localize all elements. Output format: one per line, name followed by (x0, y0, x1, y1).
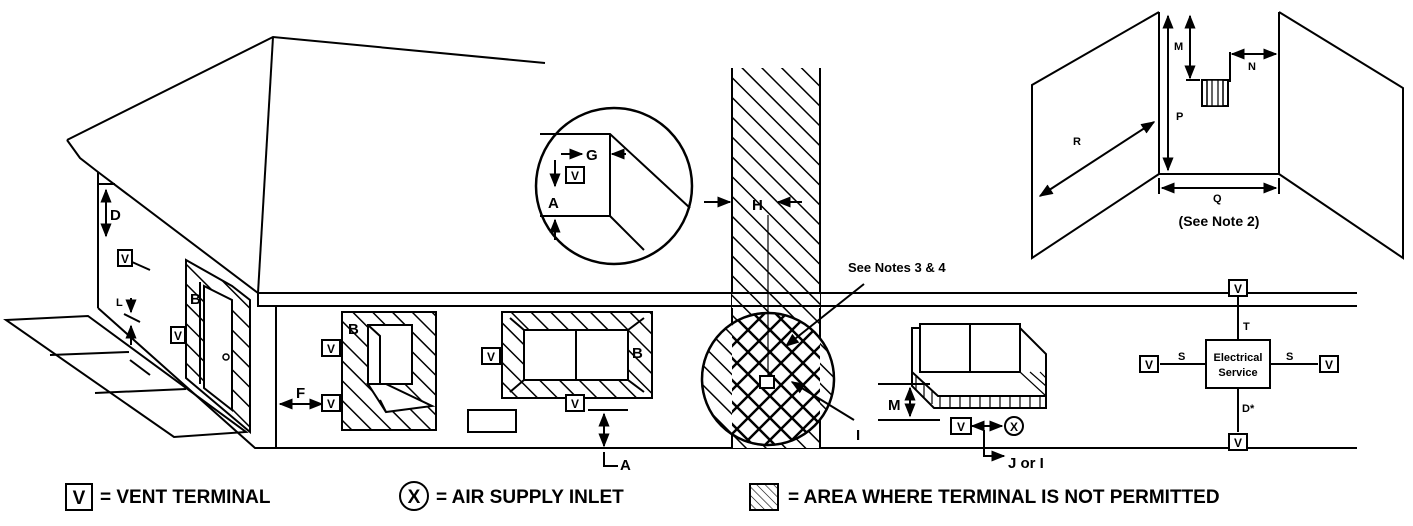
see-notes-3-4: See Notes 3 & 4 (848, 260, 946, 275)
legend-area-text: = AREA WHERE TERMINAL IS NOT PERMITTED (788, 487, 1220, 508)
label-m-corner: M (1174, 41, 1183, 53)
vent-magnifier (565, 166, 585, 184)
vent-label: V (121, 252, 129, 266)
vent-label: V (571, 169, 579, 183)
label-r: R (1073, 136, 1081, 148)
vent-label: V (327, 397, 335, 411)
label-j-or-i: J or I (1008, 455, 1044, 472)
corner-detail (1031, 11, 1404, 260)
label-l: L (116, 297, 123, 309)
legend: V = VENT TERMINAL X = AIR SUPPLY INLET =… (65, 481, 1220, 511)
svg-text:X: X (1010, 420, 1018, 434)
legend-vent: V = VENT TERMINAL (65, 483, 271, 511)
vent-label: V (1145, 358, 1153, 372)
vent-label: V (487, 350, 495, 364)
label-b-window2: B (632, 345, 643, 362)
label-g: G (586, 147, 598, 164)
chimney-dimension-h (704, 196, 802, 376)
label-d-star: D* (1242, 403, 1255, 415)
label-p: P (1176, 111, 1183, 123)
electrical-service-detail (1139, 279, 1339, 451)
label-d: D (110, 207, 121, 224)
legend-area: = AREA WHERE TERMINAL IS NOT PERMITTED (749, 483, 1220, 511)
detail-magnifier (534, 106, 694, 266)
electrical-service-line1: Electrical (1214, 352, 1263, 364)
legend-air-text: = AIR SUPPLY INLET (436, 487, 624, 508)
vent-window1-top (321, 339, 341, 357)
label-h: H (752, 197, 763, 214)
vent-label: V (174, 329, 182, 343)
vent-label: V (1234, 282, 1242, 296)
label-m-deck: M (888, 397, 901, 414)
house-drawing (3, 35, 1357, 449)
electrical-service-line2: Service (1218, 367, 1257, 379)
vent-label: V (1325, 358, 1333, 372)
vent-label: V (1234, 436, 1242, 450)
air-inlet-house: X (1004, 416, 1024, 436)
vent-window1-bottom (321, 394, 341, 412)
label-a-detail: A (548, 195, 559, 212)
vent-label: V (571, 397, 579, 411)
vent-side-wall-upper (117, 249, 133, 267)
label-q: Q (1213, 193, 1222, 205)
label-a-bottom: A (620, 457, 631, 474)
vent-window2-left (481, 347, 501, 365)
see-note-2: (See Note 2) (1179, 213, 1260, 229)
label-n: N (1248, 61, 1256, 73)
label-f: F (296, 385, 305, 402)
label-b-door: B (190, 291, 201, 308)
vent-terminals (117, 166, 972, 435)
label-s-left: S (1178, 351, 1185, 363)
label-i: I (856, 427, 860, 444)
vent-label: V (327, 342, 335, 356)
vent-window2-bottom (565, 394, 585, 412)
svg-text:V: V (73, 488, 86, 509)
legend-air: X = AIR SUPPLY INLET (399, 481, 624, 511)
label-t: T (1243, 321, 1250, 333)
vent-side-wall-lower (170, 326, 186, 344)
legend-vent-text: = VENT TERMINAL (100, 487, 271, 508)
svg-text:X: X (408, 487, 421, 508)
vent-deck (950, 417, 972, 435)
vent-label: V (957, 420, 965, 434)
label-b-window1: B (348, 321, 359, 338)
label-s-right: S (1286, 351, 1293, 363)
